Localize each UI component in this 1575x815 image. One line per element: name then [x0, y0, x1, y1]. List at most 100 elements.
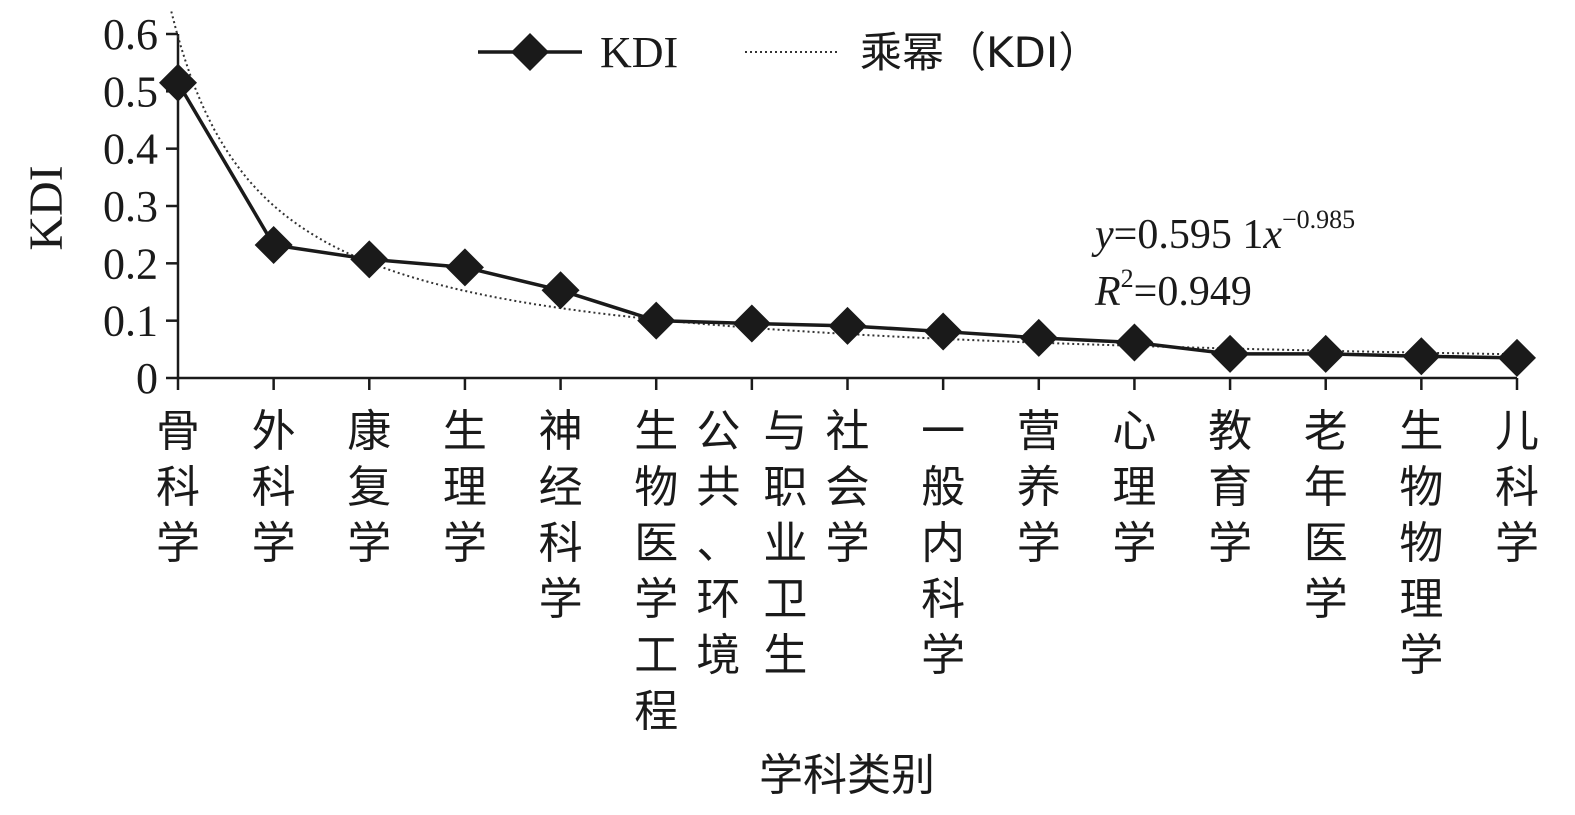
x-category-label-char: 学: [1208, 518, 1252, 569]
x-category-label-char: 、: [696, 518, 740, 569]
x-category-label-char: 年: [1304, 462, 1348, 513]
x-category-label-char: 老: [1304, 406, 1348, 457]
kdi-data-point: [1115, 323, 1154, 362]
x-category-label-char: 心: [1112, 406, 1156, 457]
kdi-data-point: [541, 271, 580, 310]
x-category-label-char: 康: [347, 406, 391, 457]
kdi-data-point: [637, 301, 676, 340]
x-category-label-char: 神: [539, 406, 583, 457]
r-squared-sup: 2: [1121, 264, 1134, 293]
x-category-label-char: 科: [156, 462, 200, 513]
x-category-label-char: 科: [921, 574, 965, 625]
x-axis: 骨科学外科学康复学生理学神经科学生物医学工程公共、环境与职业卫生社会学一般内科学…: [156, 376, 1539, 801]
y-axis: 00.10.20.30.40.50.6 KDI: [20, 10, 180, 403]
x-category-label-char: 生: [443, 406, 487, 457]
x-category-label-char: 境: [696, 630, 740, 681]
x-category-label-char: 生: [763, 630, 807, 681]
x-category-label-char: 公: [696, 406, 740, 457]
legend-item-trend: 乘幂（KDI）: [745, 28, 1100, 77]
kdi-data-point: [828, 306, 867, 345]
x-category-label-char: 物: [634, 462, 678, 513]
x-category-label-char: 学: [826, 518, 870, 569]
x-category-label-char: 教: [1208, 406, 1252, 457]
kdi-data-point: [1498, 338, 1536, 377]
trend-annotation: y=0.595 1x−0.985 R2=0.949: [1091, 205, 1355, 315]
y-tick-label: 0.3: [103, 182, 158, 231]
x-category-label-char: 社: [826, 406, 870, 457]
equation-y: y: [1091, 212, 1114, 258]
legend-kdi-label: KDI: [600, 28, 678, 77]
equation-x: x: [1262, 212, 1282, 258]
kdi-data-point: [350, 240, 389, 279]
x-category-label-char: 物: [1399, 518, 1443, 569]
trend-line: [170, 11, 1516, 356]
x-category-label-char: 学: [921, 630, 965, 681]
x-category-label-char: 理: [1399, 574, 1443, 625]
kdi-data-point: [254, 225, 293, 264]
x-category-label-char: 科: [539, 518, 583, 569]
x-category-label-char: 一: [921, 406, 965, 457]
legend-item-kdi: KDI: [478, 28, 678, 77]
x-category-label-char: 育: [1208, 462, 1252, 513]
x-category-label-char: 卫: [763, 574, 807, 625]
kdi-data-point: [732, 304, 771, 343]
x-category-label-char: 儿: [1495, 406, 1539, 457]
x-category-label-char: 职: [763, 462, 807, 513]
x-category-label-char: 理: [1112, 462, 1156, 513]
equation-exponent: −0.985: [1282, 205, 1355, 234]
x-category-label-char: 程: [634, 686, 678, 737]
r-squared-text: R2=0.949: [1094, 264, 1252, 315]
kdi-data-point: [1211, 334, 1250, 373]
x-category-label-char: 经: [539, 462, 583, 513]
x-category-label-char: 骨: [156, 406, 200, 457]
x-category-label-char: 内: [921, 518, 965, 569]
x-category-label-char: 养: [1017, 462, 1061, 513]
legend-diamond-icon: [511, 33, 549, 71]
kdi-data-point: [159, 63, 197, 102]
x-ticks: [176, 378, 1519, 390]
x-category-label-char: 学: [252, 518, 296, 569]
x-category-label-char: 业: [763, 518, 807, 569]
x-category-label-char: 般: [921, 462, 965, 513]
x-category-label-char: 复: [347, 462, 391, 513]
x-category-label-char: 环: [696, 574, 740, 625]
x-category-label-char: 营: [1017, 406, 1061, 457]
x-category-label-char: 共: [696, 462, 740, 513]
r-squared-value: =0.949: [1134, 269, 1252, 315]
x-category-label-char: 会: [826, 462, 870, 513]
x-axis-label: 学科类别: [759, 750, 935, 801]
x-category-label-char: 与: [763, 406, 807, 457]
x-category-label-char: 学: [1017, 518, 1061, 569]
kdi-data-point: [924, 312, 963, 351]
equation-body: =0.595 1: [1114, 212, 1264, 258]
x-category-label-char: 医: [1304, 518, 1348, 569]
y-tick-label: 0: [136, 354, 158, 403]
kdi-data-point: [1402, 337, 1441, 376]
x-category-label-char: 科: [252, 462, 296, 513]
y-axis-label: KDI: [20, 165, 73, 250]
x-category-label-char: 医: [634, 518, 678, 569]
y-tick-label: 0.1: [103, 297, 158, 346]
x-category-label-char: 学: [1112, 518, 1156, 569]
x-category-label-char: 学: [539, 574, 583, 625]
y-ticks: 00.10.20.30.40.50.6: [103, 10, 178, 403]
x-category-label-char: 理: [443, 462, 487, 513]
x-category-label-char: 外: [252, 406, 296, 457]
y-tick-label: 0.4: [103, 125, 158, 174]
kdi-data-point: [445, 248, 484, 287]
r-squared-r: R: [1094, 269, 1121, 315]
kdi-data-point: [1306, 334, 1345, 373]
x-category-label-char: 学: [1495, 518, 1539, 569]
x-category-label-char: 学: [634, 574, 678, 625]
y-tick-label: 0.6: [103, 10, 158, 59]
x-category-label-char: 学: [347, 518, 391, 569]
x-category-label-char: 学: [1399, 630, 1443, 681]
equation-text: y=0.595 1x−0.985: [1091, 205, 1355, 258]
plot-area: [159, 11, 1536, 377]
y-tick-label: 0.2: [103, 239, 158, 288]
legend: KDI 乘幂（KDI）: [478, 28, 1100, 77]
x-category-label-char: 科: [1495, 462, 1539, 513]
x-category-label-char: 学: [1304, 574, 1348, 625]
x-category-label-char: 物: [1399, 462, 1443, 513]
